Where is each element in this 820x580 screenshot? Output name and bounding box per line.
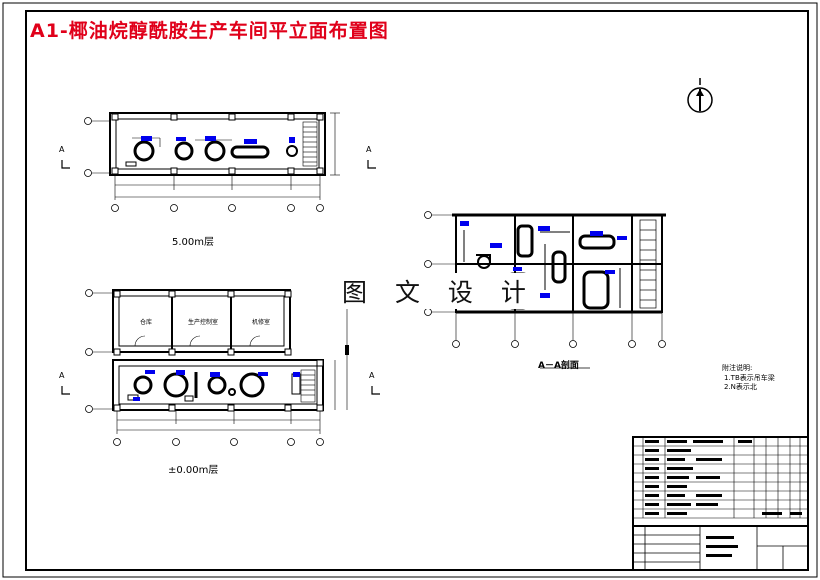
- section-letter-marks: A A A A: [59, 145, 375, 380]
- notes-line-1: 1.TB表示吊车梁: [724, 374, 775, 382]
- north-arrow-icon: [687, 78, 713, 113]
- watermark: 图 文 设 计: [338, 273, 540, 309]
- svg-text:A: A: [59, 371, 65, 380]
- room-label-warehouse: 仓库: [140, 319, 153, 326]
- room-label-control: 生产控制室: [188, 319, 219, 326]
- inner-border: [25, 10, 809, 571]
- title-block: [632, 436, 809, 571]
- upper-plan: [61, 112, 376, 212]
- drawing-title: A1-椰油烷醇酰胺生产车间平立面布置图: [30, 20, 389, 42]
- svg-text:A: A: [369, 371, 375, 380]
- room-label-repair: 机修室: [252, 319, 271, 326]
- svg-text:A: A: [366, 145, 372, 154]
- upper-plan-level-label: 5.00m层: [172, 237, 215, 248]
- svg-text:A: A: [59, 145, 65, 154]
- lower-plan-level-label: ±0.00m层: [168, 465, 219, 476]
- section-view: [424, 211, 666, 369]
- section-view-label: A－A剖面: [538, 361, 579, 371]
- notes-heading: 附注说明:: [722, 364, 753, 372]
- notes-line-2: 2.N表示北: [724, 383, 757, 391]
- lower-plan: [61, 289, 380, 446]
